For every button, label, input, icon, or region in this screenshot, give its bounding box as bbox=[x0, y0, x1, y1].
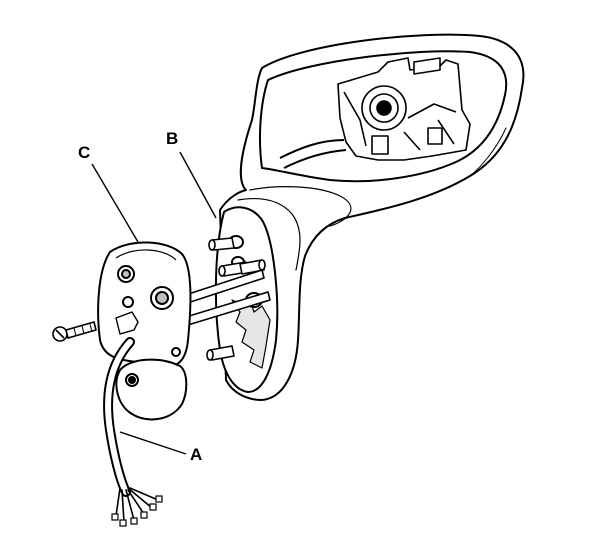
harness-wire-5 bbox=[115, 487, 121, 517]
housing-shade-line-3 bbox=[469, 127, 507, 177]
stud-bolts bbox=[169, 237, 271, 361]
stud-upper-head bbox=[208, 239, 216, 251]
actuator-block-2 bbox=[427, 127, 443, 145]
terminal-5 bbox=[111, 513, 119, 521]
cover-connector-clip bbox=[115, 311, 139, 335]
housing-shade-line-1 bbox=[249, 186, 352, 227]
stud-middle-1-head bbox=[218, 265, 226, 277]
leader-lines bbox=[91, 151, 217, 455]
leader-line-a bbox=[119, 431, 187, 455]
harness-sheath-fill bbox=[105, 339, 133, 495]
terminal-6 bbox=[155, 495, 163, 503]
screw-thread-1 bbox=[73, 327, 77, 337]
stud-lower-head bbox=[206, 349, 214, 361]
cover-hole-2-inner bbox=[155, 291, 169, 305]
actuator-top-tab bbox=[413, 57, 441, 75]
cover-plate-edge bbox=[115, 249, 177, 261]
leader-line-b bbox=[179, 151, 217, 219]
cover-hole-4 bbox=[171, 347, 181, 357]
cover-hole-1-inner bbox=[121, 269, 131, 279]
lower-trim bbox=[115, 358, 188, 421]
cover-plate bbox=[97, 241, 192, 368]
harness-wire-3 bbox=[127, 489, 145, 515]
screw-thread-2 bbox=[81, 325, 85, 335]
mirror-actuator bbox=[279, 57, 471, 169]
screw-thread-3 bbox=[89, 323, 93, 333]
housing-shade-line-2 bbox=[237, 197, 301, 271]
harness-wire-1 bbox=[121, 489, 125, 523]
harness-wire-2 bbox=[125, 489, 135, 521]
terminal-4 bbox=[149, 503, 157, 511]
actuator-block-1 bbox=[371, 135, 389, 155]
lower-trim-body bbox=[115, 358, 188, 421]
terminal-1 bbox=[119, 519, 127, 527]
actuator-pivot-inner bbox=[376, 100, 392, 116]
terminal-3 bbox=[140, 511, 148, 519]
harness-wire-4 bbox=[127, 487, 153, 509]
callout-label-b: B bbox=[166, 129, 179, 148]
screw-slot bbox=[55, 329, 65, 339]
harness-wire-6 bbox=[129, 487, 159, 501]
actuator-harness bbox=[279, 139, 345, 159]
actuator-rib-2 bbox=[407, 103, 457, 119]
screw bbox=[52, 321, 97, 342]
leader-line-c bbox=[91, 163, 139, 243]
cover-hole-3 bbox=[122, 296, 134, 308]
callout-label-c: C bbox=[78, 143, 91, 162]
actuator-rib-1 bbox=[343, 91, 367, 147]
screw-shank bbox=[65, 321, 97, 339]
wire-harness bbox=[103, 337, 163, 527]
stud-middle-2-head bbox=[258, 259, 266, 271]
actuator-rib-4 bbox=[437, 119, 455, 145]
callout-label-a: A bbox=[190, 445, 203, 464]
lower-trim-hole-inner bbox=[128, 376, 136, 384]
actuator-harness-2 bbox=[283, 149, 347, 169]
terminal-2 bbox=[130, 517, 138, 525]
actuator-rib-3 bbox=[403, 131, 421, 151]
